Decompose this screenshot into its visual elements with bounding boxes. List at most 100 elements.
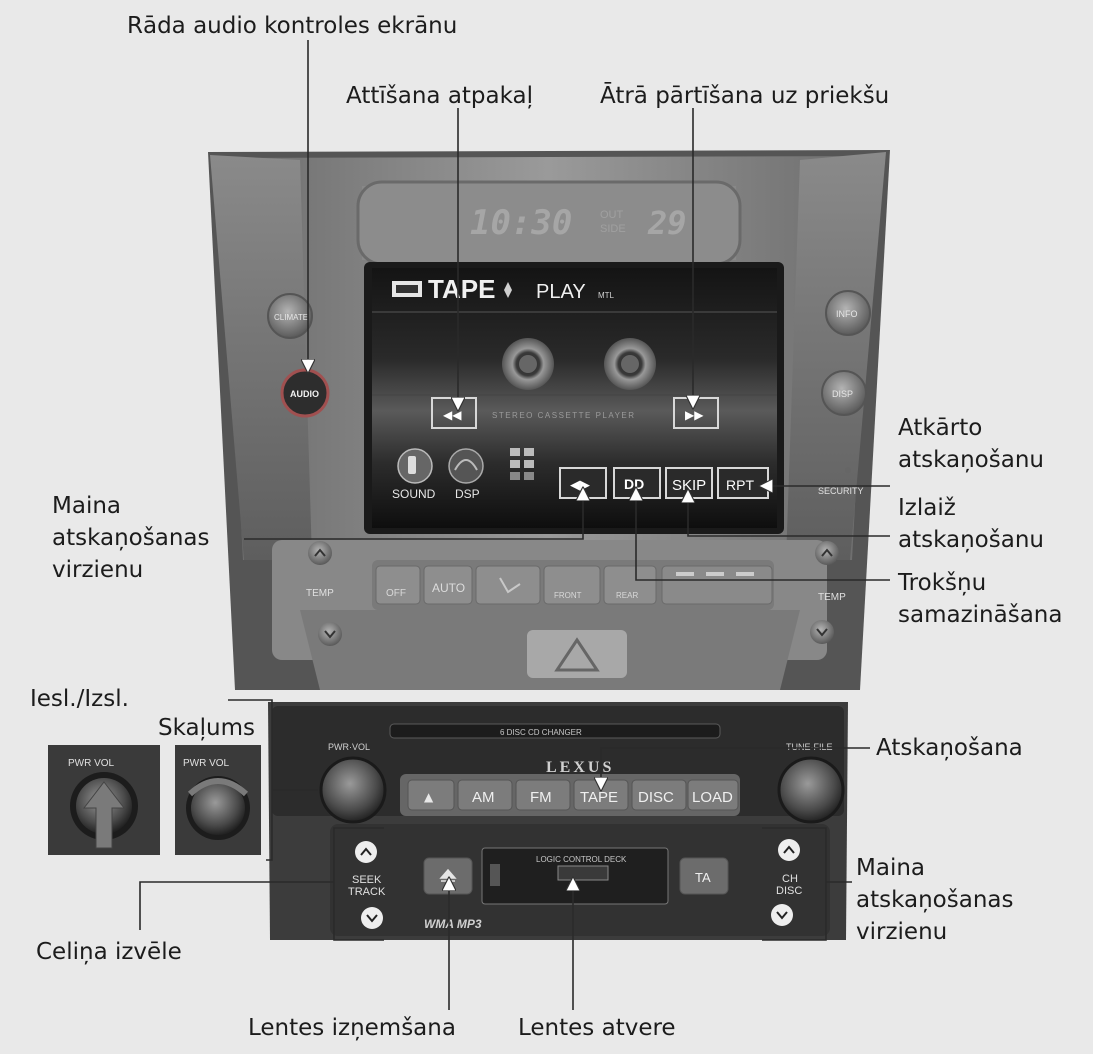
security-label: SECURITY — [818, 486, 864, 496]
label-direction-right: Maina atskaņošanas virzienu — [856, 852, 1014, 948]
label-play: Atskaņošana — [876, 735, 1023, 761]
label-dir-right-line2: atskaņošanas — [856, 887, 1014, 913]
tape-side-icon — [504, 282, 512, 298]
seek-down-button[interactable] — [361, 907, 383, 929]
tune-file-knob[interactable] — [777, 756, 845, 824]
leader-lines — [139, 40, 890, 1010]
label-tape-slot: Lentes atvere — [518, 1015, 676, 1041]
dsp-label: DSP — [455, 487, 480, 501]
load-button[interactable] — [687, 779, 739, 811]
press-arrow-icon — [82, 781, 126, 849]
label-direction-left: Maina atskaņošanas virzienu — [52, 490, 210, 586]
dsp-icon[interactable] — [448, 448, 484, 484]
dolby-button-label: DD — [624, 476, 644, 492]
climate-button-label: CLIMATE — [274, 313, 308, 322]
logic-deck-label: LOGIC CONTROL DECK — [536, 855, 627, 864]
label-volume: Skaļums — [158, 715, 255, 741]
out-temp-label-2: SIDE — [600, 223, 626, 235]
leader-track — [139, 881, 334, 930]
label-noise-line2: samazināšana — [898, 602, 1063, 628]
load-button-label: LOAD — [692, 789, 733, 806]
clock-text: 10:30 — [470, 203, 572, 243]
seek-track-label-2: TRACK — [348, 886, 386, 898]
hazard-button — [527, 630, 627, 678]
climate-mode-button[interactable] — [475, 565, 541, 605]
repeat-button-label: RPT — [726, 477, 754, 493]
climate-button[interactable] — [267, 293, 313, 339]
label-tape-eject: Lentes izņemšana — [248, 1015, 456, 1041]
fm-button[interactable] — [515, 779, 571, 811]
label-dir-left-line3: virzienu — [52, 557, 144, 583]
sound-label: SOUND — [392, 487, 436, 501]
rewind-button-label: ◀◀ — [443, 408, 462, 422]
cd-slot[interactable] — [389, 723, 721, 739]
bracket-seek — [333, 827, 384, 941]
info-button[interactable] — [825, 290, 871, 336]
label-power: Iesl./Izsl. — [30, 686, 129, 712]
climate-rear-button[interactable] — [603, 565, 657, 605]
climate-auto-button[interactable] — [423, 565, 473, 605]
screen-mode: MTL — [598, 291, 615, 300]
formats-label: WMA MP3 — [424, 917, 482, 931]
brand-logo: LEXUS — [546, 759, 614, 776]
ch-down-button[interactable] — [771, 904, 793, 926]
label-skip-line2: atskaņošanu — [898, 527, 1044, 553]
ch-disc-label-1: CH — [782, 873, 798, 885]
label-dir-left-line1: Maina — [52, 493, 121, 519]
climate-front-button[interactable] — [543, 565, 601, 605]
ch-up-button[interactable] — [778, 839, 800, 861]
cd-changer-label: 6 DISC CD CHANGER — [500, 728, 582, 737]
hazard-icon — [554, 637, 600, 672]
seek-up-button[interactable] — [355, 841, 377, 863]
bracket-ch — [762, 827, 827, 941]
climate-off-button[interactable] — [375, 565, 421, 605]
screen-source: TAPE — [428, 274, 495, 304]
rotate-arrow-icon — [187, 778, 249, 797]
ta-button[interactable] — [679, 857, 729, 895]
audio-button-label: AUDIO — [290, 389, 319, 399]
out-temp-value: 29 — [647, 204, 687, 242]
label-audio-screen: Rāda audio kontroles ekrānu — [127, 13, 458, 39]
fm-button-label: FM — [530, 789, 552, 806]
am-button[interactable] — [457, 779, 513, 811]
label-repeat: Atkārto atskaņošanu — [898, 412, 1044, 476]
temp-right-up[interactable] — [815, 541, 839, 565]
climate-seat-buttons[interactable] — [661, 565, 773, 605]
skip-button-label: SKIP — [672, 477, 706, 494]
am-button-label: AM — [472, 789, 495, 806]
disp-button[interactable] — [821, 370, 867, 416]
info-button-label: INFO — [836, 309, 858, 319]
deck-label: STEREO CASSETTE PLAYER — [492, 411, 636, 420]
power-volume-knob[interactable] — [319, 756, 387, 824]
temp-right-down[interactable] — [810, 620, 834, 644]
label-skip-line1: Izlaiž — [898, 495, 956, 521]
eject-button[interactable] — [407, 779, 455, 811]
screen-status: PLAY — [536, 281, 586, 303]
security-led — [845, 467, 851, 473]
seek-track-label-1: SEEK — [352, 874, 382, 886]
ch-disc-label-2: DISC — [776, 885, 802, 897]
leader-skip — [688, 490, 890, 537]
temp-right-label: TEMP — [818, 592, 846, 603]
label-noise-reduction: Trokšņu samazināšana — [898, 567, 1062, 631]
fast-forward-button-label: ▶▶ — [685, 408, 704, 422]
temp-left-label: TEMP — [306, 588, 334, 599]
label-repeat-line1: Atkārto — [898, 415, 983, 441]
disc-button[interactable] — [631, 779, 687, 811]
climate-off-label: OFF — [386, 588, 406, 599]
inset-volume-label: PWR VOL — [183, 758, 230, 769]
bracket-power — [228, 699, 273, 861]
climate-auto-label: AUTO — [432, 581, 465, 595]
label-dir-left-line2: atskaņošanas — [52, 525, 210, 551]
temp-left-down[interactable] — [318, 622, 342, 646]
label-skip: Izlaiž atskaņošanu — [898, 492, 1044, 556]
pwr-vol-label: PWR·VOL — [328, 742, 370, 752]
direction-button-label: ◀▶ — [570, 478, 590, 493]
eject-button-label: ▲ — [424, 790, 434, 804]
label-track-select: Celiņa izvēle — [36, 939, 182, 965]
temp-left-up[interactable] — [308, 541, 332, 565]
leader-dolby — [636, 488, 890, 581]
leader-direction — [244, 488, 583, 540]
